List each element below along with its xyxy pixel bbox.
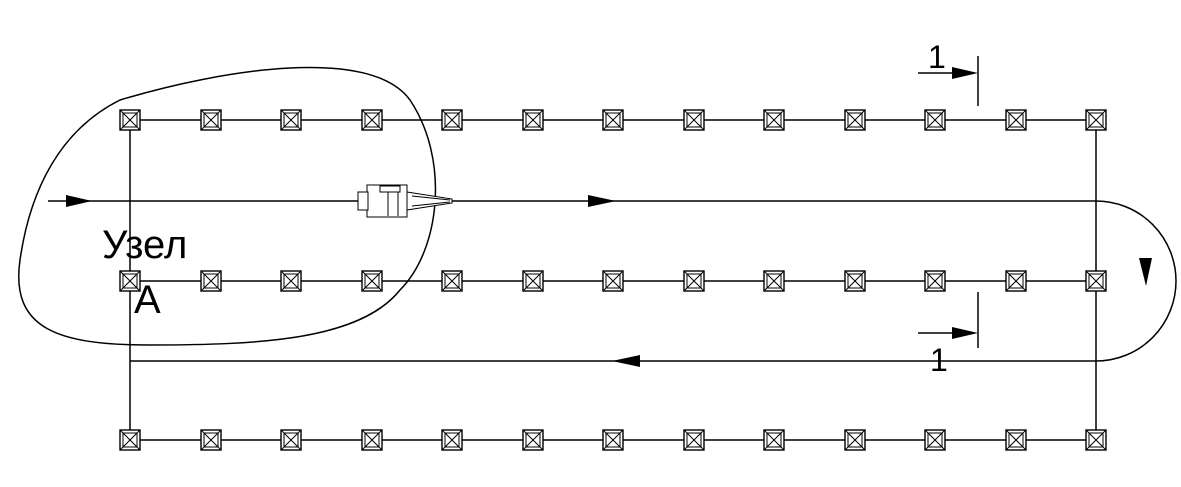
column-icon [200,109,222,131]
path-turn-arc [1095,200,1177,362]
column-icon [763,270,785,292]
column-icon [924,429,946,451]
column-icon [1005,429,1027,451]
section-label-bottom: 1 [930,342,948,378]
direction-arrows [66,195,1152,367]
columns-layer [119,109,1107,451]
column-icon [522,429,544,451]
column-icon [280,270,302,292]
section-label-top: 1 [928,39,946,75]
column-icon [924,270,946,292]
direction-arrow-icon [588,195,616,207]
direction-arrow-icon [612,355,640,367]
node-label-word: Узел [102,223,187,267]
column-icon [844,109,866,131]
column-icon [441,429,463,451]
column-icon [361,270,383,292]
column-icon [522,109,544,131]
column-icon [1085,109,1107,131]
section-marks [918,56,979,348]
column-icon [280,109,302,131]
column-icon [602,270,624,292]
column-icon [924,109,946,131]
section-bottom-arrow-icon [952,327,978,339]
column-icon [522,270,544,292]
column-icon [602,429,624,451]
column-icon [844,429,866,451]
column-icon [683,429,705,451]
column-icon [200,429,222,451]
column-icon [361,429,383,451]
direction-arrow-icon [1139,258,1152,286]
machine-icon [357,184,453,218]
column-icon [441,109,463,131]
column-icon [763,109,785,131]
column-icon [844,270,866,292]
column-icon [1085,429,1107,451]
column-icon [683,109,705,131]
column-icon [119,270,141,292]
column-icon [280,429,302,451]
column-icon [1085,270,1107,292]
column-icon [1005,109,1027,131]
column-icon [119,429,141,451]
column-icon [361,109,383,131]
column-icon [1005,270,1027,292]
section-top-arrow-icon [952,67,978,79]
column-icon [683,270,705,292]
column-icon [119,109,141,131]
node-a-outline [18,66,437,346]
direction-arrow-icon [66,195,92,207]
node-label-letter: А [134,278,161,322]
column-icon [441,270,463,292]
column-icon [200,270,222,292]
column-icon [763,429,785,451]
column-icon [602,109,624,131]
